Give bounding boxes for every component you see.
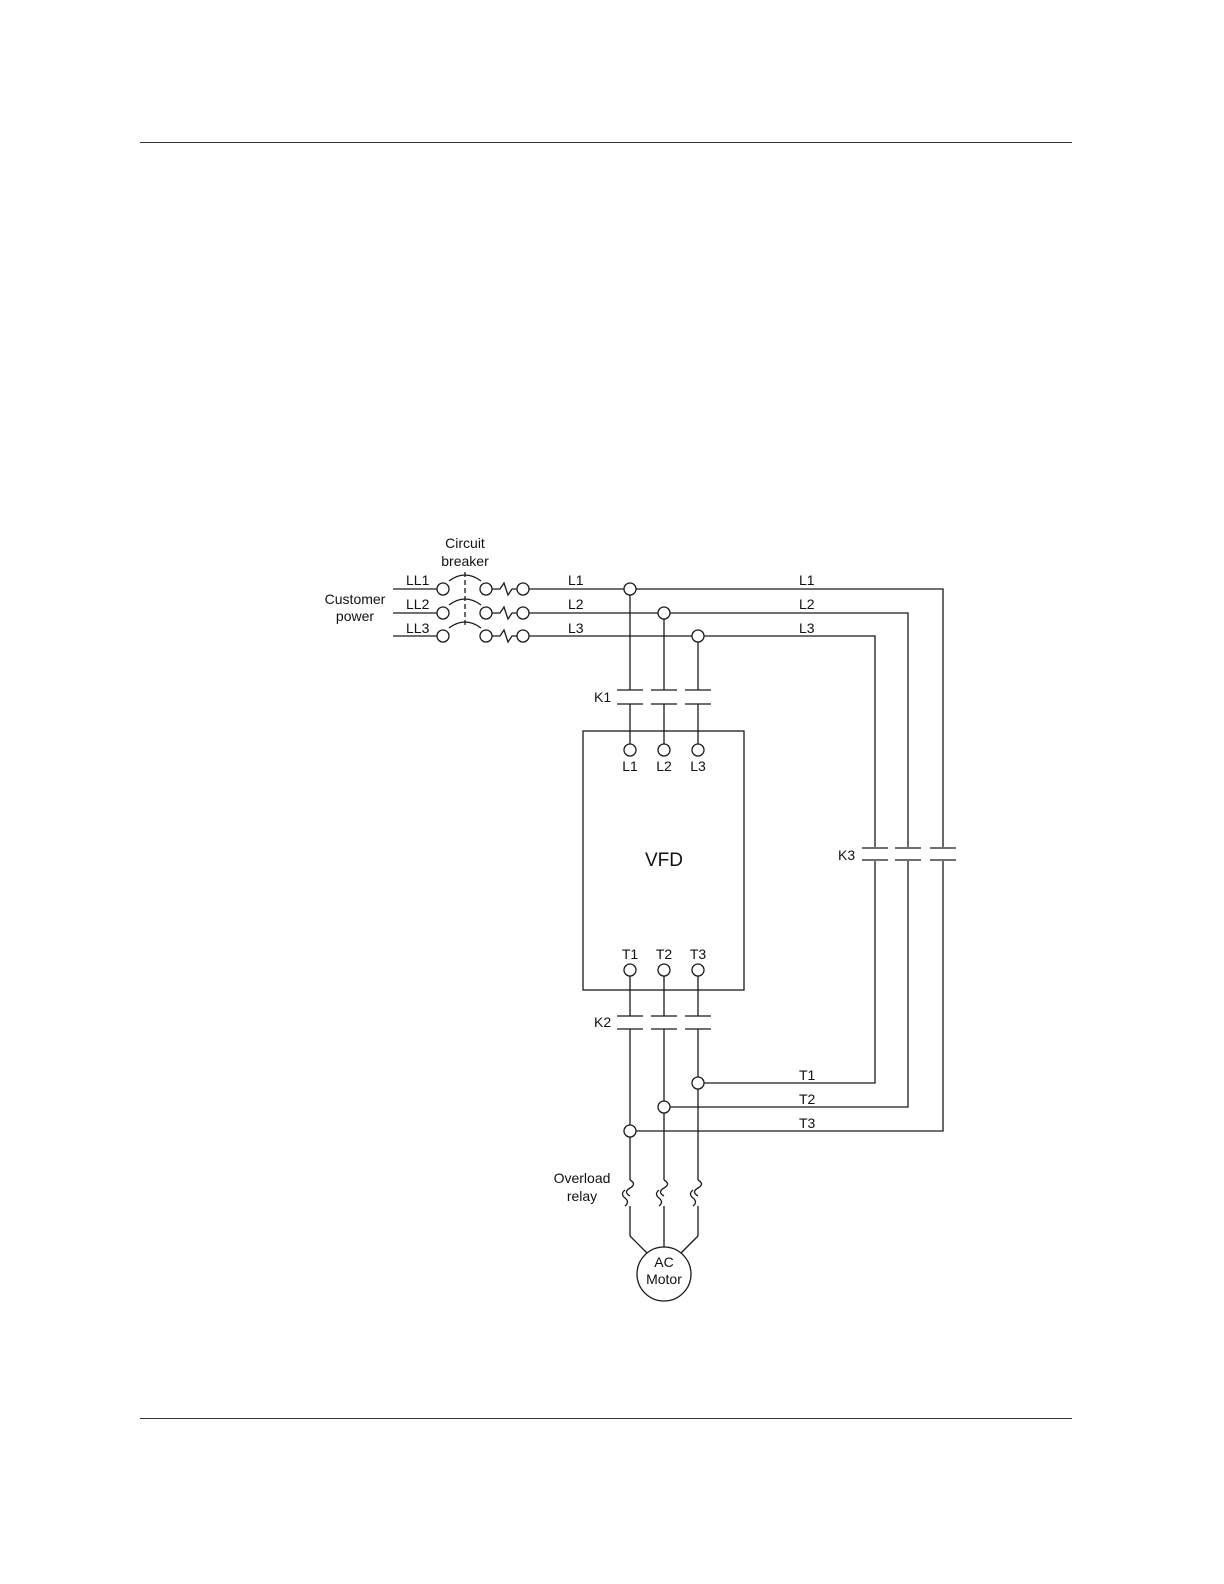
line-l1-label: L1 bbox=[568, 572, 584, 588]
line-l2-label: L2 bbox=[568, 596, 584, 612]
ll3-label: LL3 bbox=[406, 620, 430, 636]
vfd-input-l2-label: L2 bbox=[656, 758, 672, 774]
vfd-output-t3-label: T3 bbox=[690, 946, 707, 962]
circuit-breaker-label-2: breaker bbox=[441, 553, 489, 569]
k1-label: K1 bbox=[594, 689, 611, 705]
overload-relay bbox=[623, 1180, 702, 1254]
contactor-k1 bbox=[617, 690, 711, 704]
customer-power-label: Customer bbox=[325, 591, 386, 607]
k3-label: K3 bbox=[838, 847, 855, 863]
vfd-input-l1-label: L1 bbox=[622, 758, 638, 774]
circuit-breaker-label: Circuit bbox=[445, 535, 485, 551]
ll1-label: LL1 bbox=[406, 572, 430, 588]
ll2-label: LL2 bbox=[406, 596, 430, 612]
bottom-t2-label: T2 bbox=[799, 1091, 816, 1107]
motor-label: AC bbox=[654, 1254, 673, 1270]
overload-relay-label-2: relay bbox=[567, 1188, 597, 1204]
feeders-to-motor bbox=[630, 976, 698, 1180]
vfd-label: VFD bbox=[645, 850, 683, 871]
contactor-k3 bbox=[860, 847, 958, 861]
line-l3-label: L3 bbox=[568, 620, 584, 636]
circuit-breaker bbox=[437, 572, 529, 642]
overload-relay-label: Overload bbox=[554, 1170, 611, 1186]
bottom-t3-label: T3 bbox=[799, 1115, 816, 1131]
motor-label-2: Motor bbox=[646, 1271, 682, 1287]
k2-label: K2 bbox=[594, 1014, 611, 1030]
bottom-t1-label: T1 bbox=[799, 1067, 816, 1083]
right-l2-label: L2 bbox=[799, 596, 815, 612]
right-l3-label: L3 bbox=[799, 620, 815, 636]
contactor-k2 bbox=[617, 1016, 711, 1029]
right-l1-label: L1 bbox=[799, 572, 815, 588]
vfd-output-t1-label: T1 bbox=[622, 946, 639, 962]
customer-power-label-2: power bbox=[336, 608, 374, 624]
vfd-input-l3-label: L3 bbox=[690, 758, 706, 774]
vfd-output-t2-label: T2 bbox=[656, 946, 673, 962]
